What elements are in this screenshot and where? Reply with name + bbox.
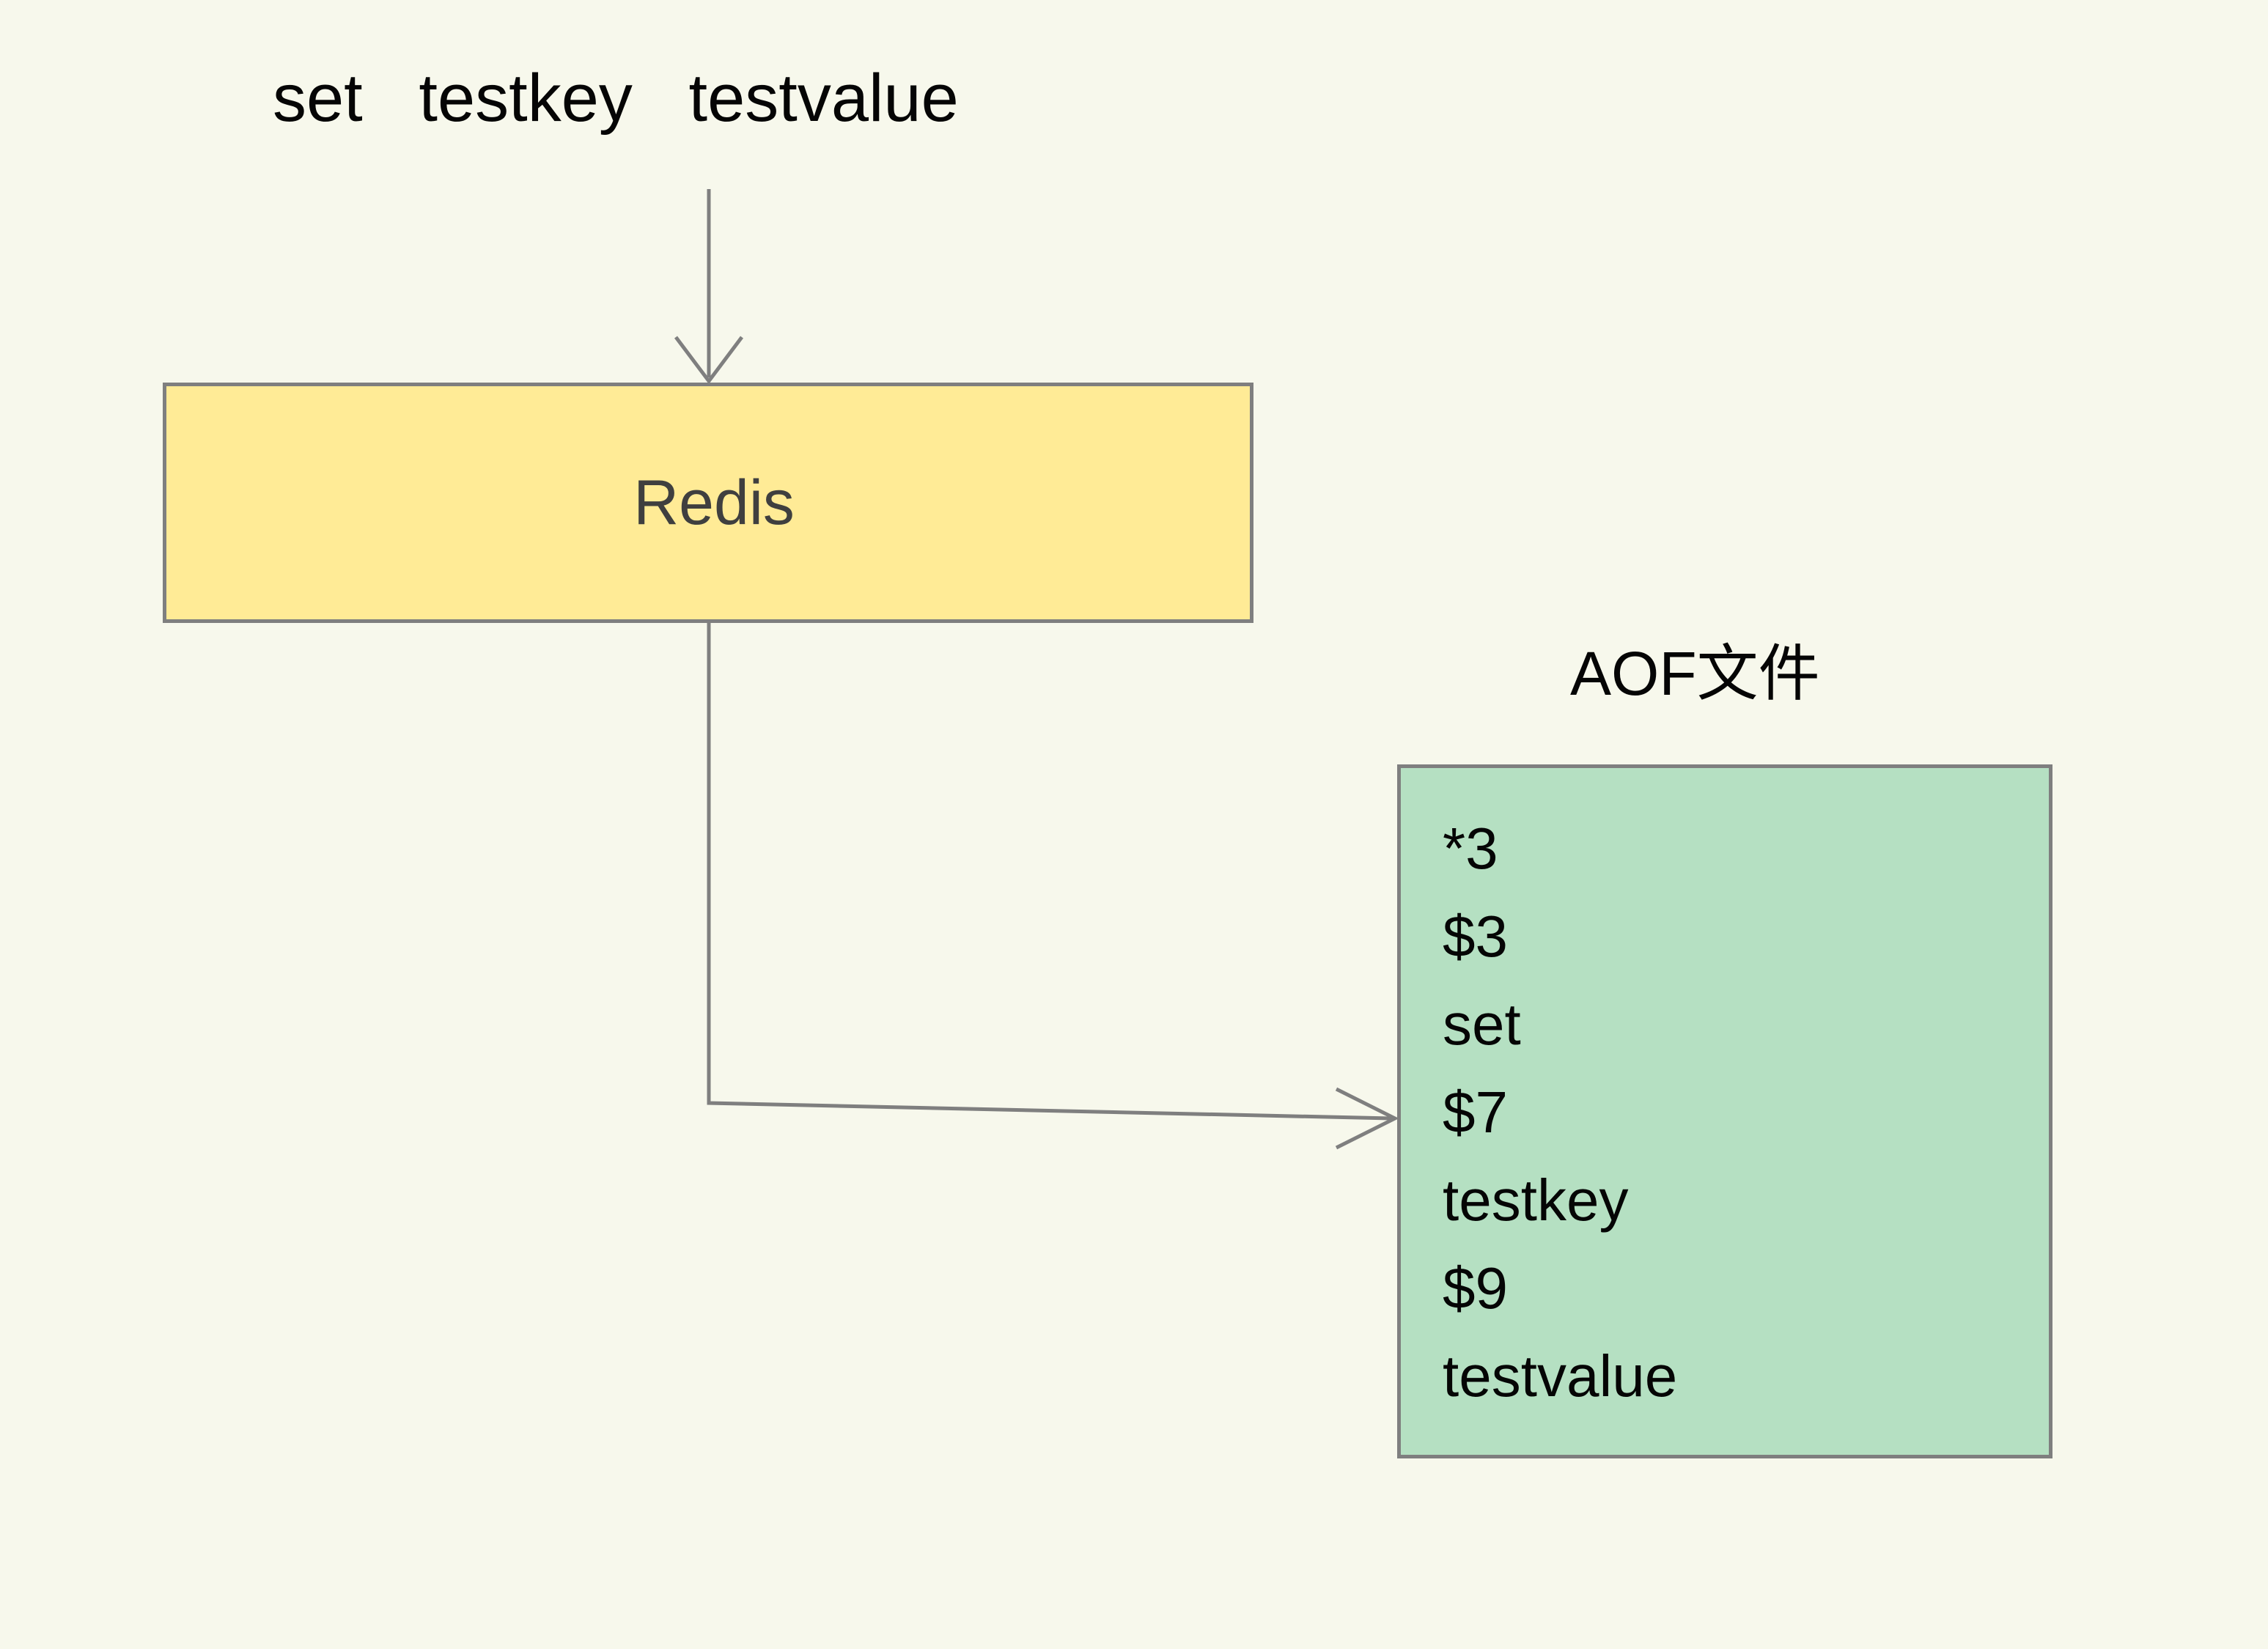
redis-node[interactable]: Redis bbox=[163, 383, 1253, 623]
aof-line: testvalue bbox=[1443, 1343, 1678, 1409]
aof-line: set bbox=[1443, 992, 1521, 1057]
arrow-command-to-redis bbox=[674, 189, 743, 385]
aof-line: $9 bbox=[1443, 1255, 1508, 1321]
redis-node-label: Redis bbox=[633, 468, 795, 538]
aof-line: $3 bbox=[1443, 904, 1508, 969]
aof-file-caption: AOF文件 bbox=[1570, 639, 1820, 708]
aof-file-content: *3 $3 set $7 testkey $9 testvalue bbox=[1443, 805, 2029, 1420]
aof-line: *3 bbox=[1443, 816, 1498, 881]
command-text: set testkey testvalue bbox=[273, 61, 959, 136]
arrow-redis-to-aof bbox=[707, 623, 1399, 1150]
aof-line: testkey bbox=[1443, 1167, 1629, 1233]
aof-file-node[interactable] bbox=[1397, 764, 2052, 1458]
aof-line: $7 bbox=[1443, 1080, 1508, 1145]
